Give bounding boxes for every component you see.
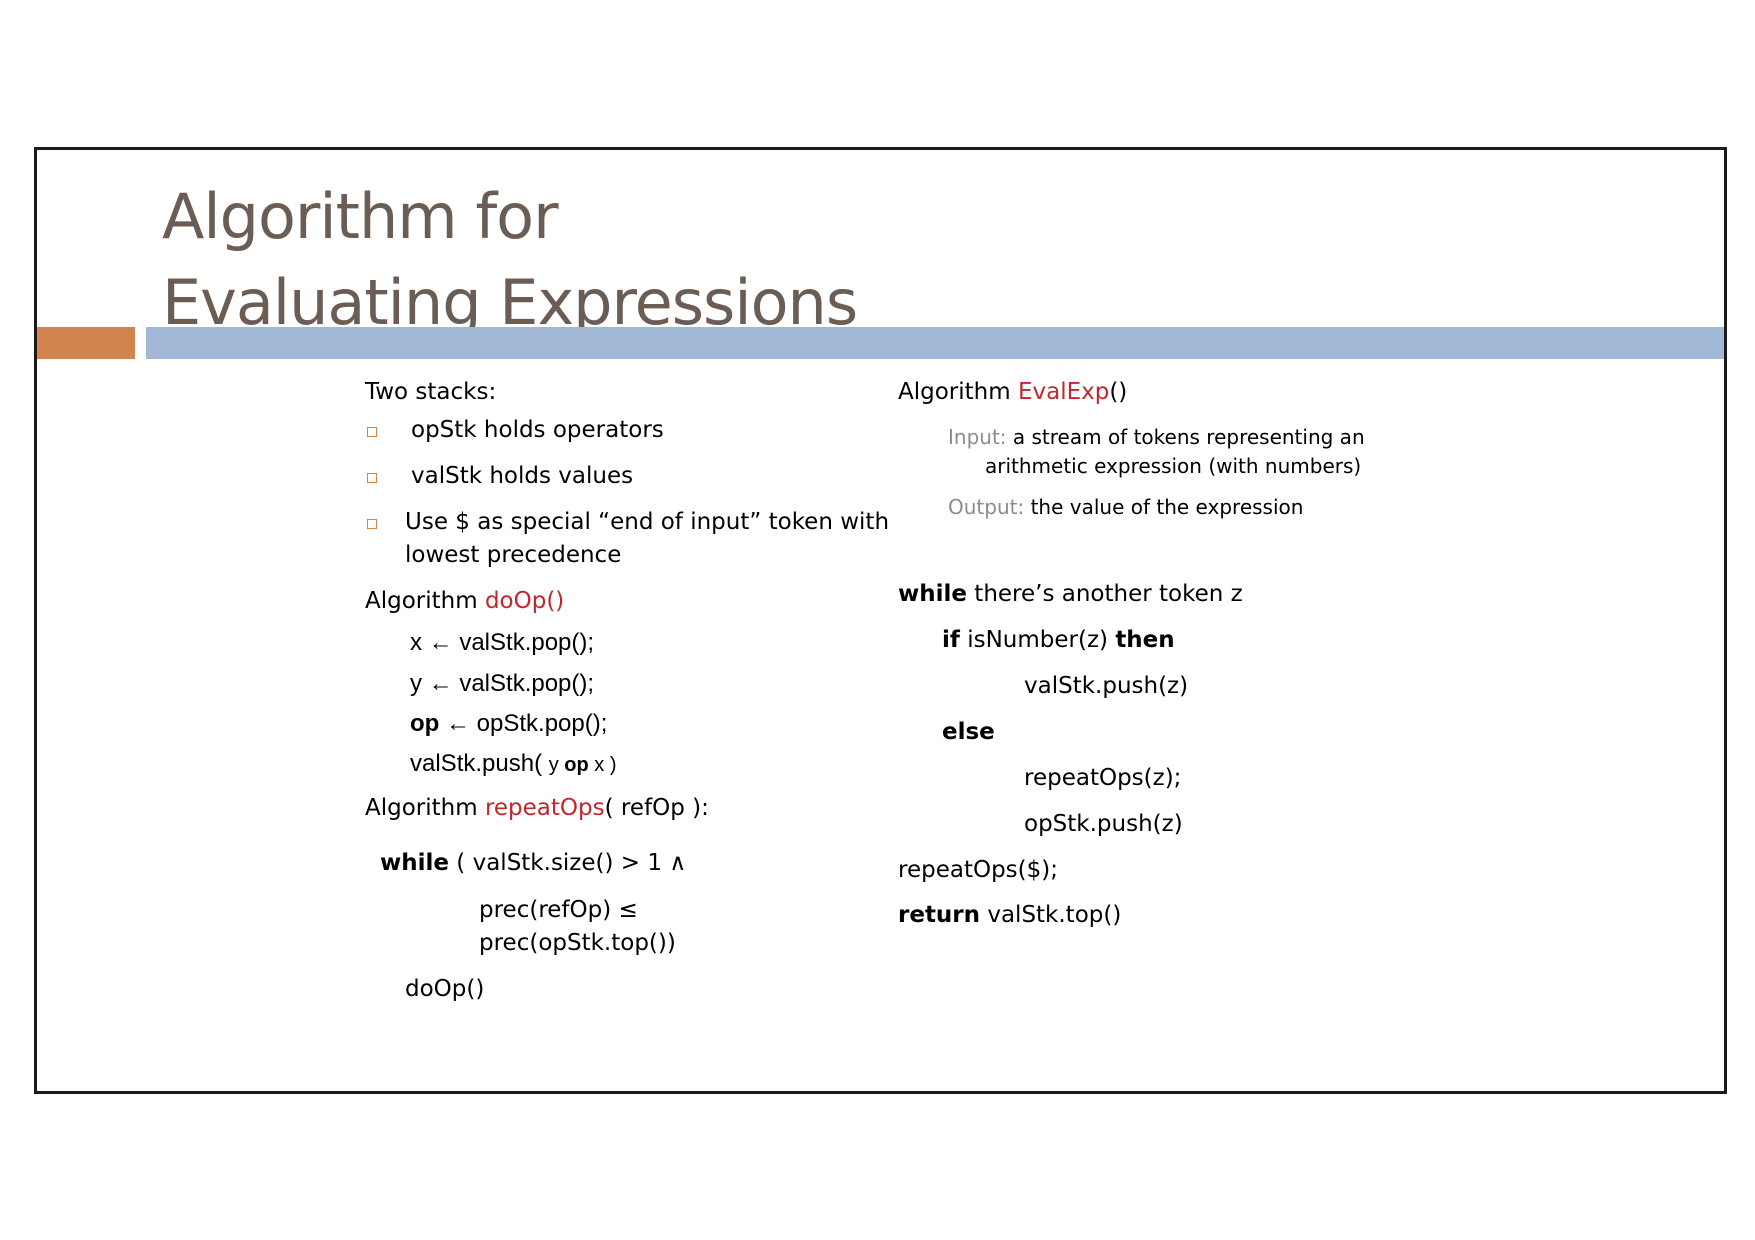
doop-line-op: op ← opStk.pop(); (410, 710, 608, 737)
bullet-end-token-line2: lowest precedence (405, 542, 622, 568)
doop-line-x: x ← valStk.pop(); (410, 629, 595, 656)
repeatops-heading: Algorithm repeatOps( refOp ): (365, 795, 709, 821)
bullet-square-icon (367, 473, 377, 483)
evalexp-input-line2: arithmetic expression (with numbers) (985, 454, 1362, 478)
evalexp-output: Output: the value of the expression (948, 495, 1304, 519)
bullet-opstk: opStk holds operators (411, 417, 664, 443)
doop-function-name: doOp() (484, 588, 565, 614)
title-underline-bar (146, 327, 1724, 359)
repeatops-cond-2: prec(opStk.top()) (479, 930, 676, 956)
slide-title: Algorithm for Evaluating Expressions (162, 174, 858, 346)
evalexp-function-name: EvalExp (1017, 379, 1110, 405)
repeatops-cond-1: prec(refOp) ≤ (479, 897, 638, 923)
repeatops-while: while ( valStk.size() > 1 ∧ (380, 850, 687, 876)
evalexp-while: while there’s another token z (898, 581, 1243, 607)
title-accent-bar (37, 327, 135, 359)
bullet-square-icon (367, 519, 377, 529)
title-line-1: Algorithm for (162, 180, 559, 253)
title-line-2: Evaluating Expressions (162, 266, 858, 339)
repeatops-function-name: repeatOps (484, 795, 605, 821)
slide: Algorithm for Evaluating Expressions Two… (34, 147, 1727, 1094)
doop-line-push: valStk.push( y op x ) (410, 750, 617, 777)
bullet-end-token-line1: Use $ as special “end of input” token wi… (405, 509, 890, 535)
evalexp-repeat-end: repeatOps($); (898, 857, 1058, 883)
evalexp-return: return valStk.top() (898, 902, 1122, 928)
evalexp-heading: Algorithm EvalExp() (898, 379, 1128, 405)
evalexp-else: else (942, 719, 995, 745)
bullet-square-icon (367, 427, 377, 437)
two-stacks-heading: Two stacks: (365, 379, 497, 405)
evalexp-push-op: opStk.push(z) (1024, 811, 1183, 837)
repeatops-body: doOp() (405, 976, 485, 1002)
evalexp-push-val: valStk.push(z) (1024, 673, 1189, 699)
evalexp-input-line1: Input: a stream of tokens representing a… (948, 425, 1365, 449)
doop-line-y: y ← valStk.pop(); (410, 670, 595, 697)
doop-heading: Algorithm doOp() (365, 588, 565, 614)
evalexp-if: if isNumber(z) then (942, 627, 1175, 653)
bullet-valstk: valStk holds values (411, 463, 634, 489)
evalexp-repeat-z: repeatOps(z); (1024, 765, 1182, 791)
